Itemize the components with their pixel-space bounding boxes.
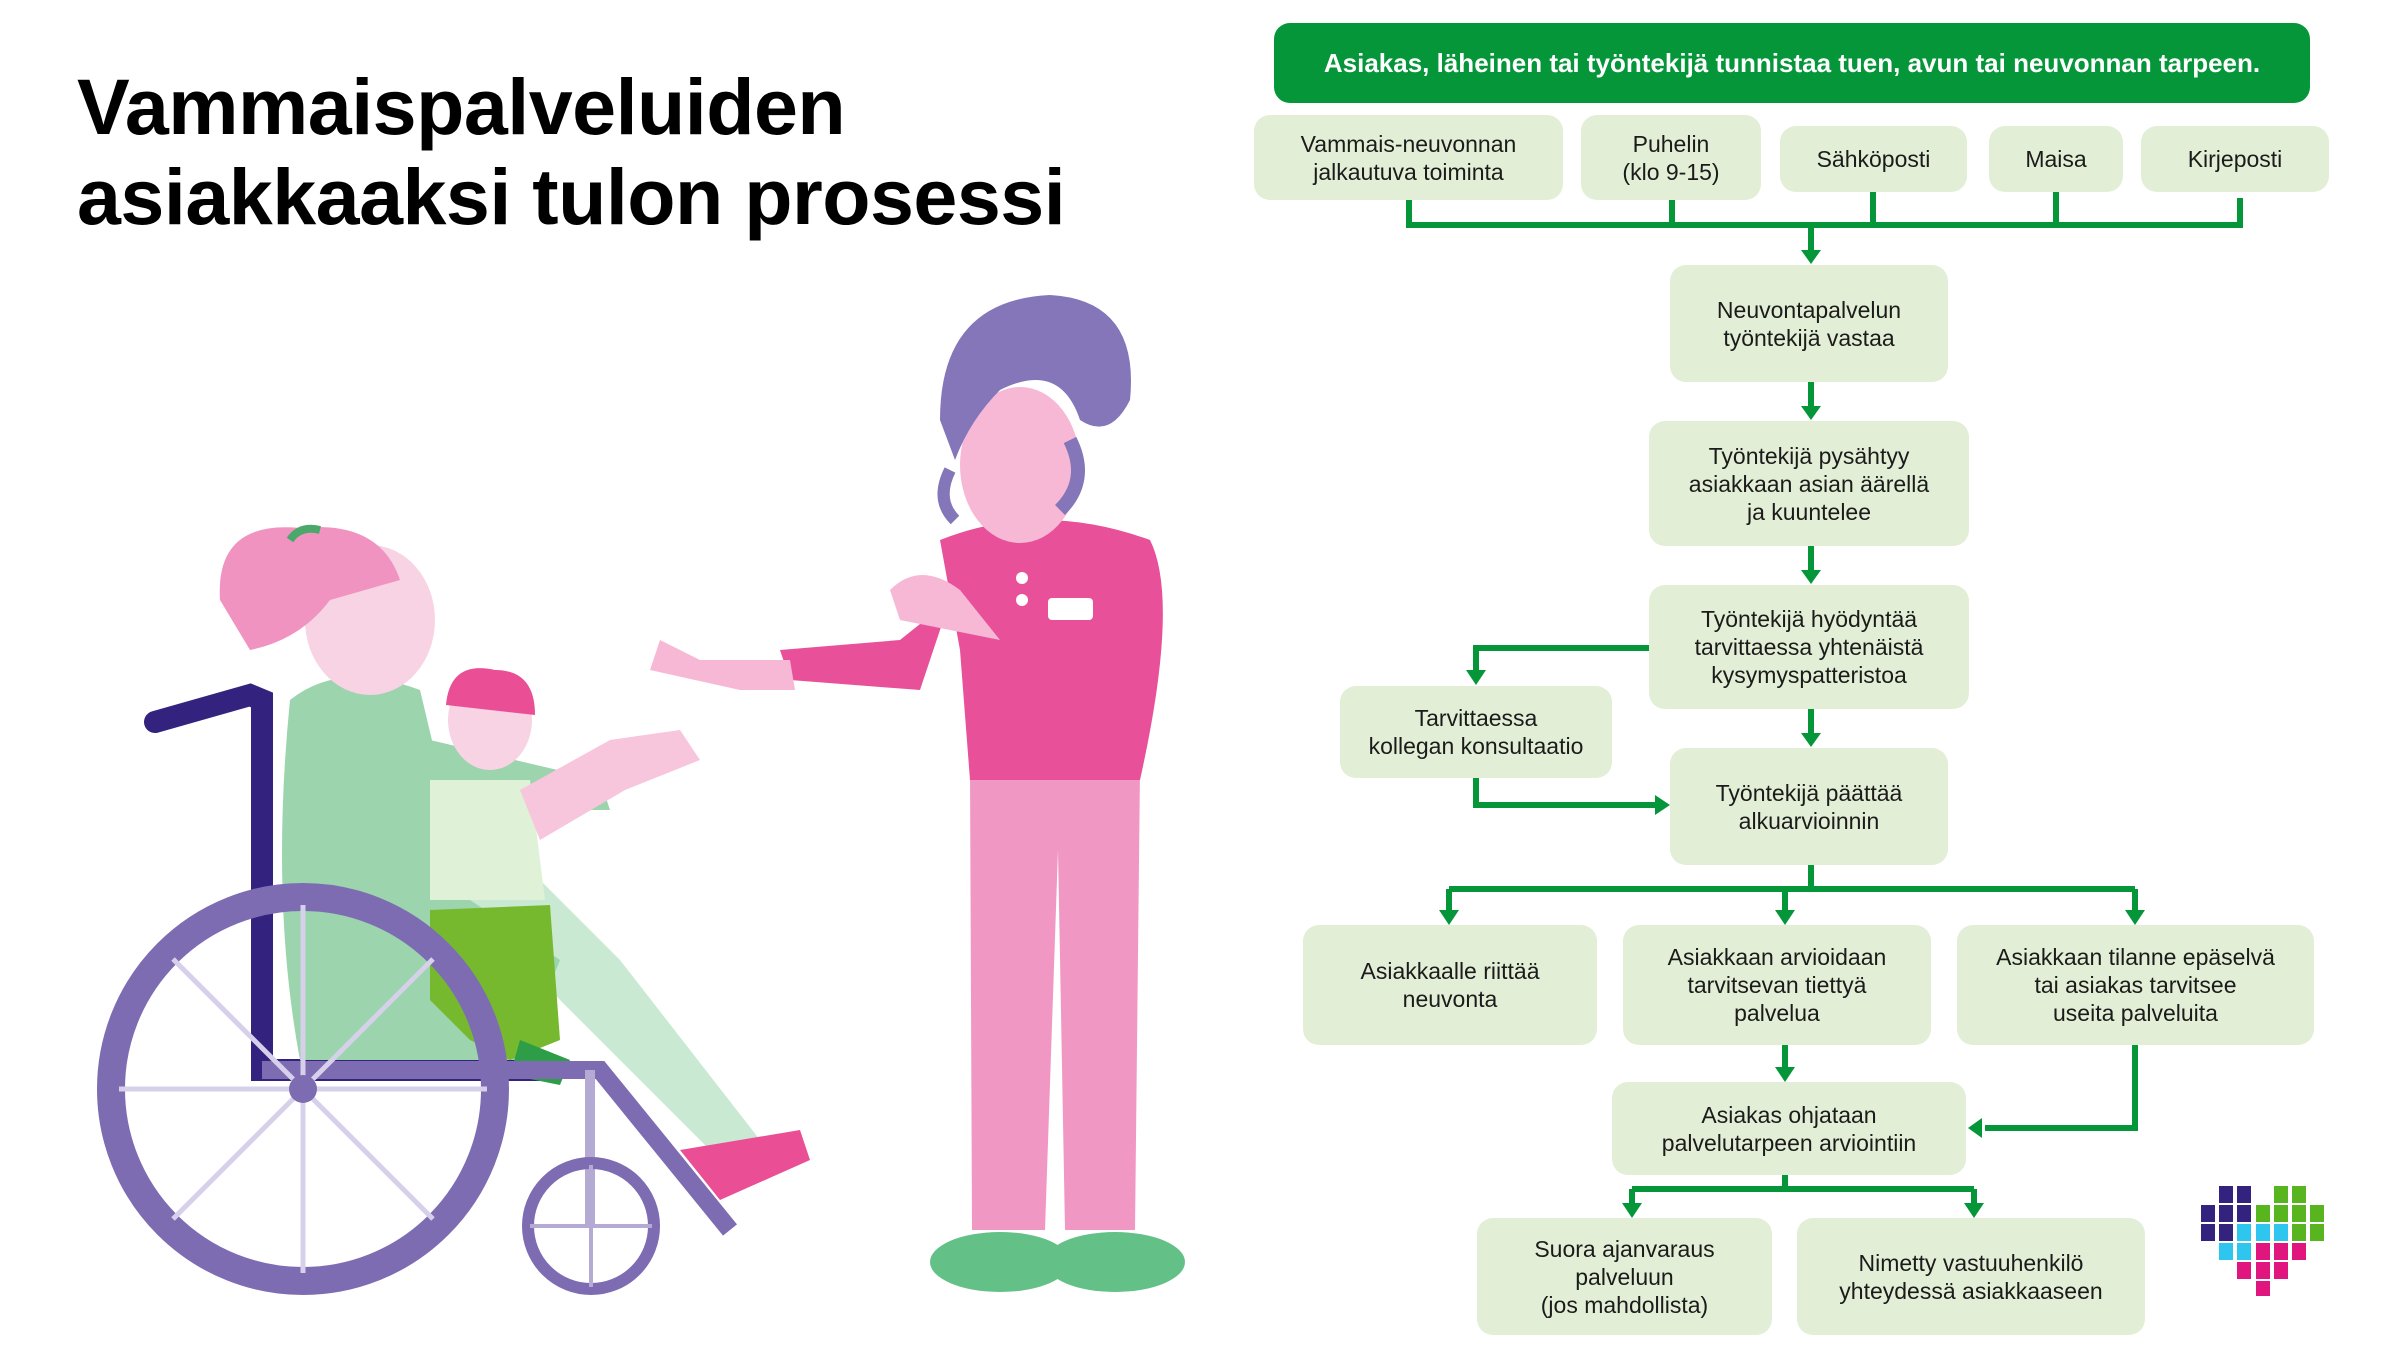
page-title: Vammaispalveluiden asiakkaaksi tulon pro… <box>77 62 1066 242</box>
channel-email: Sähköposti <box>1780 126 1967 192</box>
step-advisor-responds: Neuvontapalvelun työntekijä vastaa <box>1670 265 1948 382</box>
final-named-contact: Nimetty vastuuhenkilö yhteydessä asiakka… <box>1797 1218 2145 1335</box>
channel-outreach: Vammais-neuvonnan jalkautuva toiminta <box>1254 115 1563 200</box>
step-listen: Työntekijä pysähtyy asiakkaan asian ääre… <box>1649 421 1969 546</box>
step-colleague-consult: Tarvittaessa kollegan konsultaatio <box>1340 686 1612 778</box>
final-direct-booking: Suora ajanvaraus palveluun (jos mahdolli… <box>1477 1218 1772 1335</box>
channel-letter: Kirjeposti <box>2141 126 2329 192</box>
wheelchair-user-illustration <box>97 524 810 1295</box>
title-line-2: asiakkaaksi tulon prosessi <box>77 152 1066 241</box>
outcome-advice-enough: Asiakkaalle riittää neuvonta <box>1303 925 1597 1045</box>
start-banner: Asiakas, läheinen tai työntekijä tunnist… <box>1274 23 2310 103</box>
step-initial-assessment: Työntekijä päättää alkuarvioinnin <box>1670 748 1948 865</box>
step-needs-assessment: Asiakas ohjataan palvelutarpeen arvioint… <box>1612 1082 1966 1175</box>
flow-arrowheads <box>1439 250 2145 1218</box>
channel-phone: Puhelin (klo 9-15) <box>1581 115 1761 200</box>
heart-pixel-logo <box>2201 1186 2324 1296</box>
channel-maisa: Maisa <box>1989 126 2123 192</box>
outcome-unclear-situation: Asiakkaan tilanne epäselvä tai asiakas t… <box>1957 925 2314 1045</box>
step-question-set: Työntekijä hyödyntää tarvittaessa yhtenä… <box>1649 585 1969 709</box>
outcome-specific-service: Asiakkaan arvioidaan tarvitsevan tiettyä… <box>1623 925 1931 1045</box>
worker-illustration <box>650 295 1185 1292</box>
title-line-1: Vammaispalveluiden <box>77 62 846 151</box>
flow-connectors <box>1406 192 2243 1205</box>
